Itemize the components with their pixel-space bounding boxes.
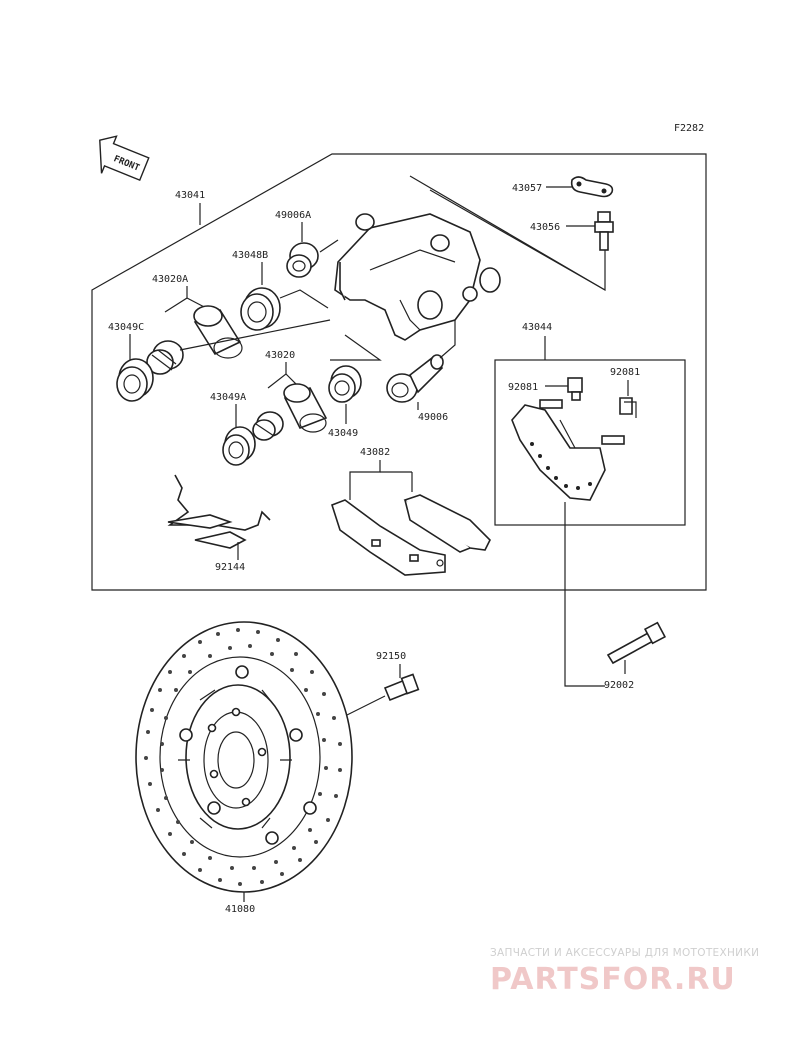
pad-spring-92081-right [619, 397, 637, 418]
piston-43020A [193, 305, 243, 359]
seal-43049A [222, 426, 256, 466]
bleeder-cap [570, 176, 614, 198]
label-92002: 92002 [604, 680, 634, 691]
watermark-logo: PARTSFOR.RU [490, 962, 736, 997]
label-41080: 41080 [225, 904, 255, 915]
boot-49006A [286, 242, 319, 278]
label-43056: 43056 [530, 222, 560, 233]
pad-spring-92081-left [567, 377, 583, 401]
bleeder-valve [594, 211, 614, 251]
spring-plate-92144 [167, 474, 271, 549]
watermark-tagline: ЗАПЧАСТИ И АКСЕССУАРЫ ДЛЯ МОТОТЕХНИКИ [490, 947, 760, 959]
label-43044: 43044 [522, 322, 552, 333]
label-92081-right: 92081 [610, 367, 640, 378]
label-43049A: 43049A [210, 392, 246, 403]
label-43048B: 43048B [232, 250, 268, 261]
bolt-92002 [606, 621, 667, 665]
seal-43049C [116, 358, 154, 402]
label-92150: 92150 [376, 651, 406, 662]
seal-43049 [328, 365, 362, 403]
seal-43048B [240, 287, 281, 331]
label-43082: 43082 [360, 447, 390, 458]
boot-49006 [386, 354, 444, 403]
caliper-bracket [511, 399, 625, 501]
label-43041: 43041 [175, 190, 205, 201]
brake-pad-inner [331, 499, 446, 576]
caliper-body [334, 213, 501, 341]
label-49006A: 49006A [275, 210, 311, 221]
label-49006: 49006 [418, 412, 448, 423]
piston-43020 [283, 383, 328, 433]
label-43049: 43049 [328, 428, 358, 439]
caliper-assembly-outline [91, 153, 707, 591]
figure-code: F2282 [674, 123, 704, 134]
brake-disc-41080 [135, 621, 353, 893]
label-43020A: 43020A [152, 274, 188, 285]
piston-insert-43020 [252, 411, 284, 441]
bolt-92150 [383, 673, 420, 702]
front-arrow-icon: FRONT [99, 135, 150, 182]
label-43020: 43020 [265, 350, 295, 361]
piston-insert-43020A [146, 340, 184, 375]
label-43057: 43057 [512, 183, 542, 194]
bracket-box [494, 359, 686, 526]
label-92081-left: 92081 [508, 382, 538, 393]
label-92144: 92144 [215, 562, 245, 573]
label-43049C: 43049C [108, 322, 144, 333]
brake-pad-outer [403, 494, 491, 553]
